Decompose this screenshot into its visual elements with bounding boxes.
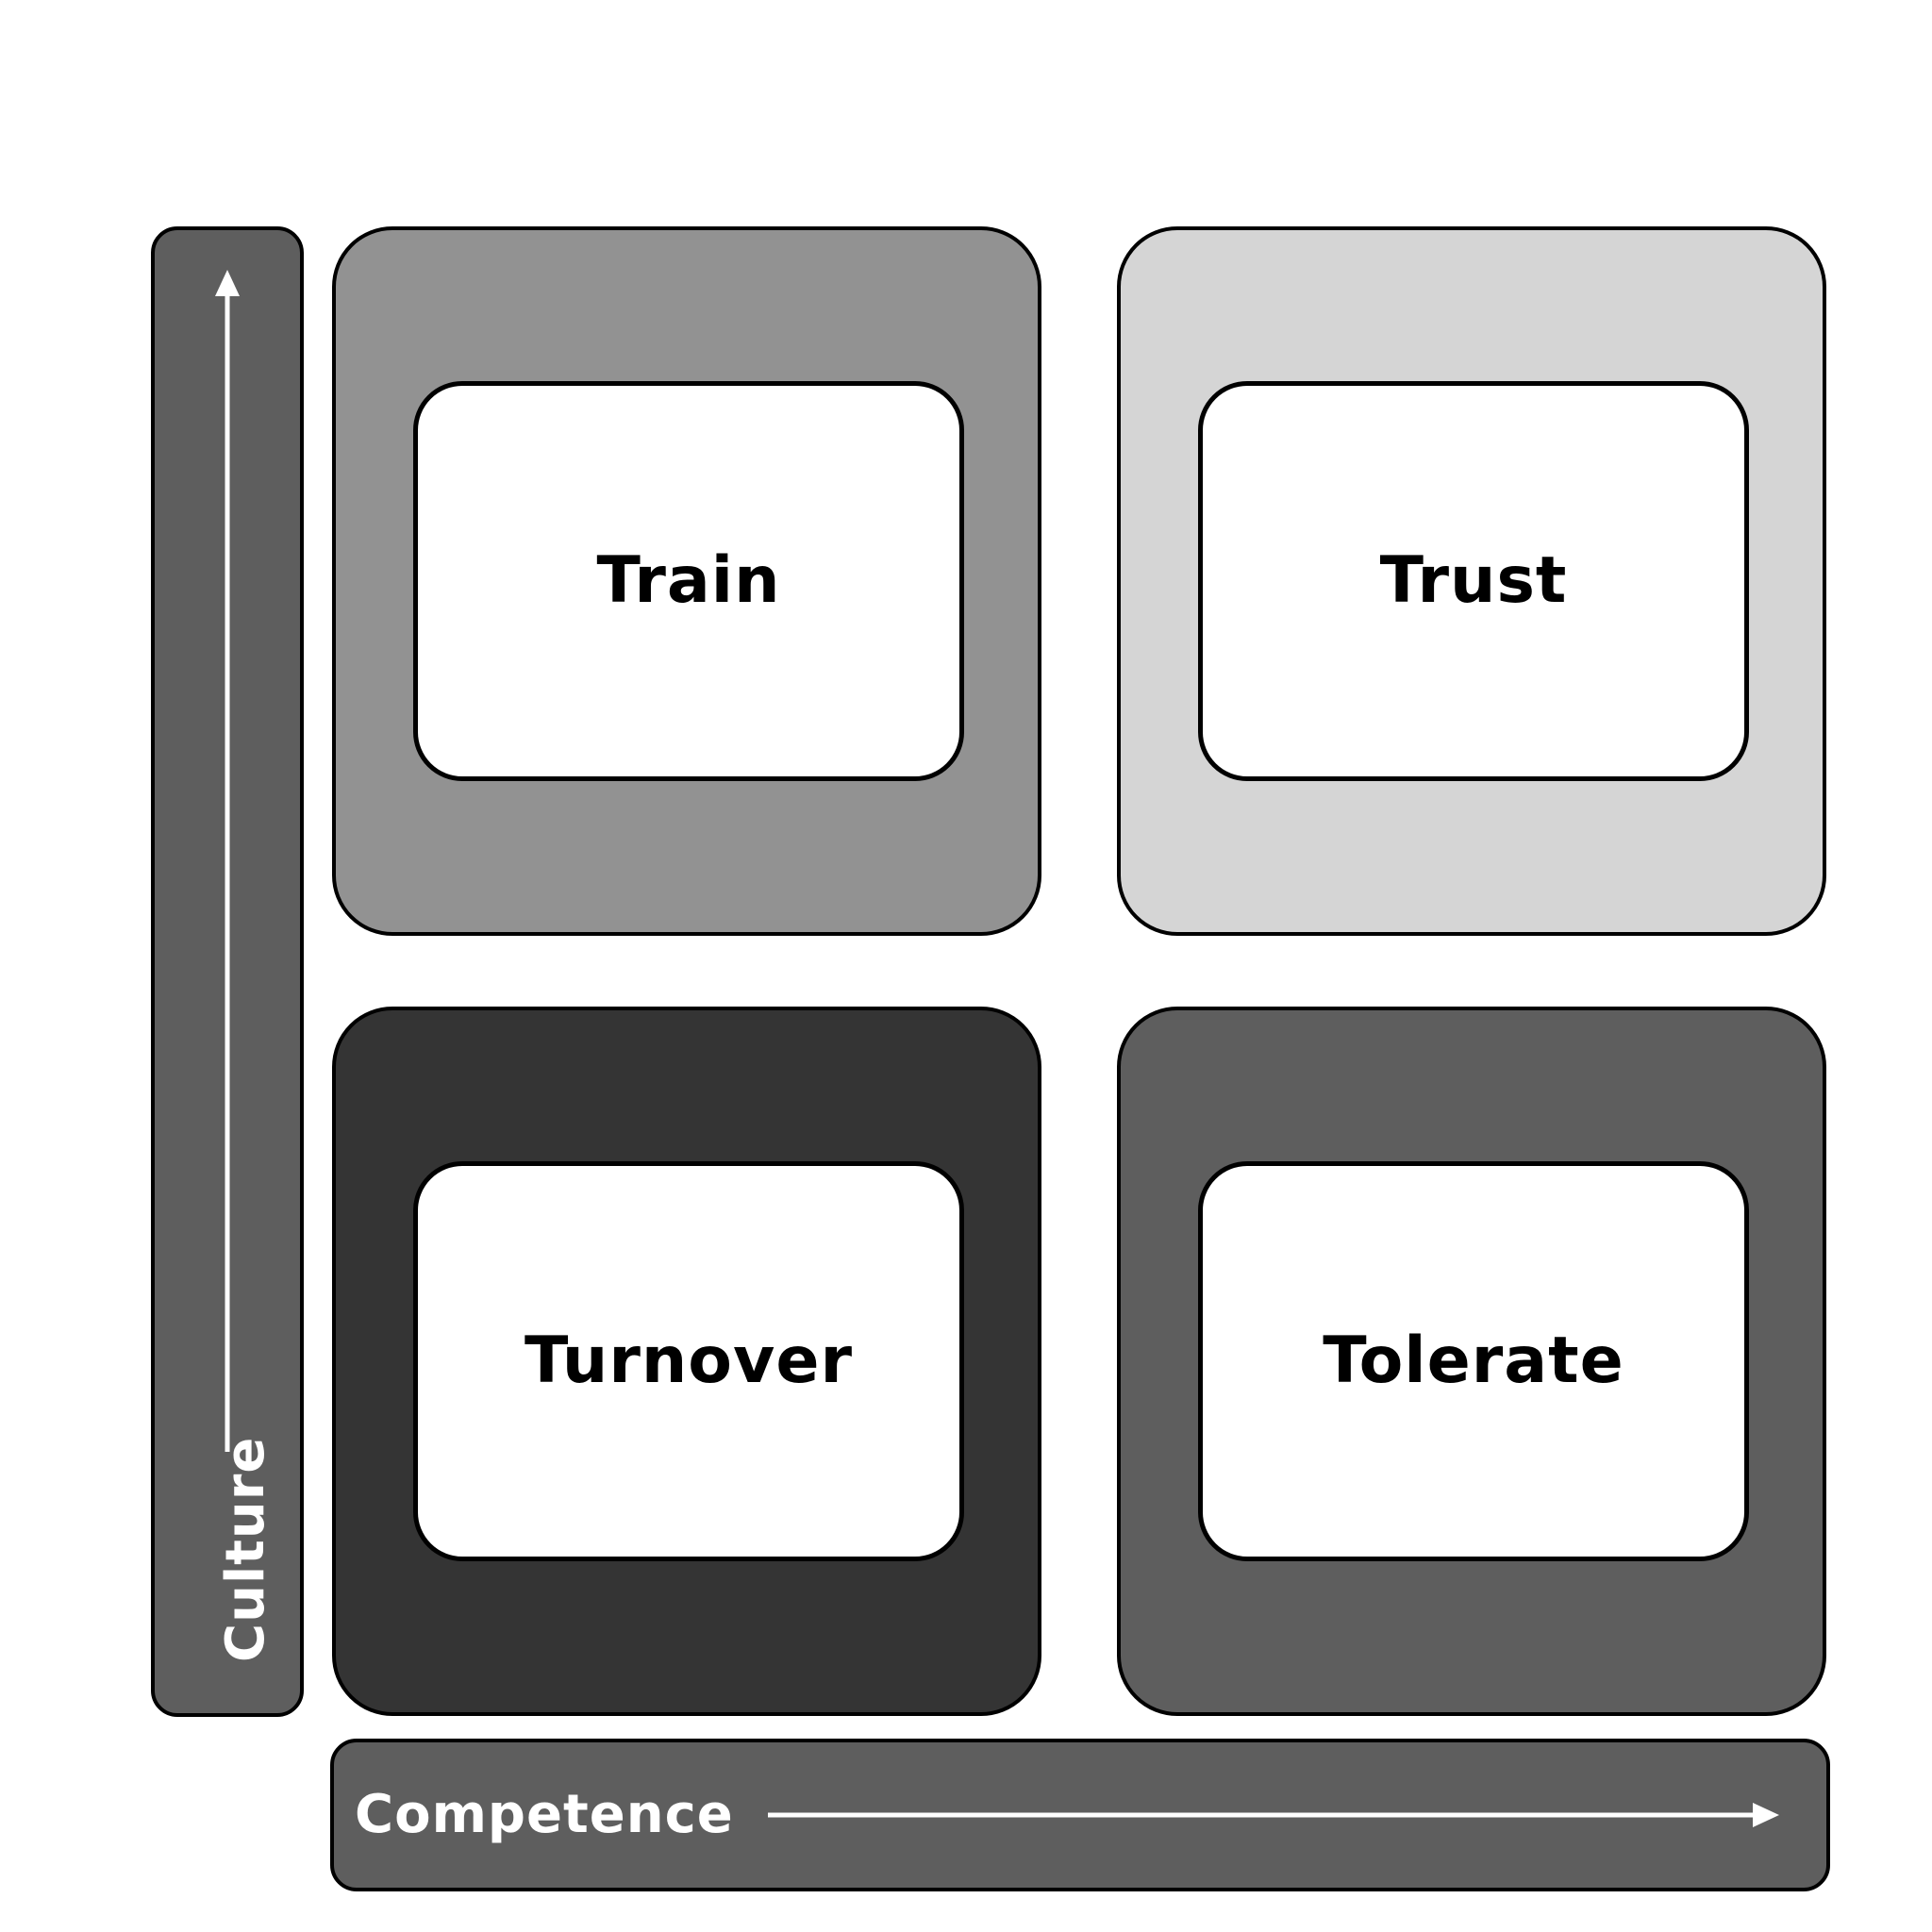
quadrant-turnover: Turnover [332, 1007, 1041, 1716]
quadrant-tolerate-card: Tolerate [1198, 1161, 1749, 1561]
quadrant-train-card: Train [413, 381, 964, 781]
quadrant-train-label: Train [596, 543, 781, 618]
quadrant-turnover-card: Turnover [413, 1161, 964, 1561]
culture-axis: Culture [151, 226, 304, 1717]
quadrant-trust: Trust [1117, 226, 1826, 936]
competence-axis-label: Competence [355, 1784, 734, 1845]
quadrant-turnover-label: Turnover [525, 1324, 853, 1398]
quadrant-tolerate: Tolerate [1117, 1007, 1826, 1716]
culture-axis-label: Culture [215, 1436, 276, 1662]
quadrant-train: Train [332, 226, 1041, 936]
quadrant-trust-label: Trust [1379, 543, 1568, 618]
competence-axis: Competence [330, 1739, 1830, 1891]
right-arrow-icon [768, 1803, 1779, 1827]
quadrant-trust-card: Trust [1198, 381, 1749, 781]
quadrant-tolerate-label: Tolerate [1323, 1324, 1624, 1398]
up-arrow-icon [215, 270, 240, 1452]
